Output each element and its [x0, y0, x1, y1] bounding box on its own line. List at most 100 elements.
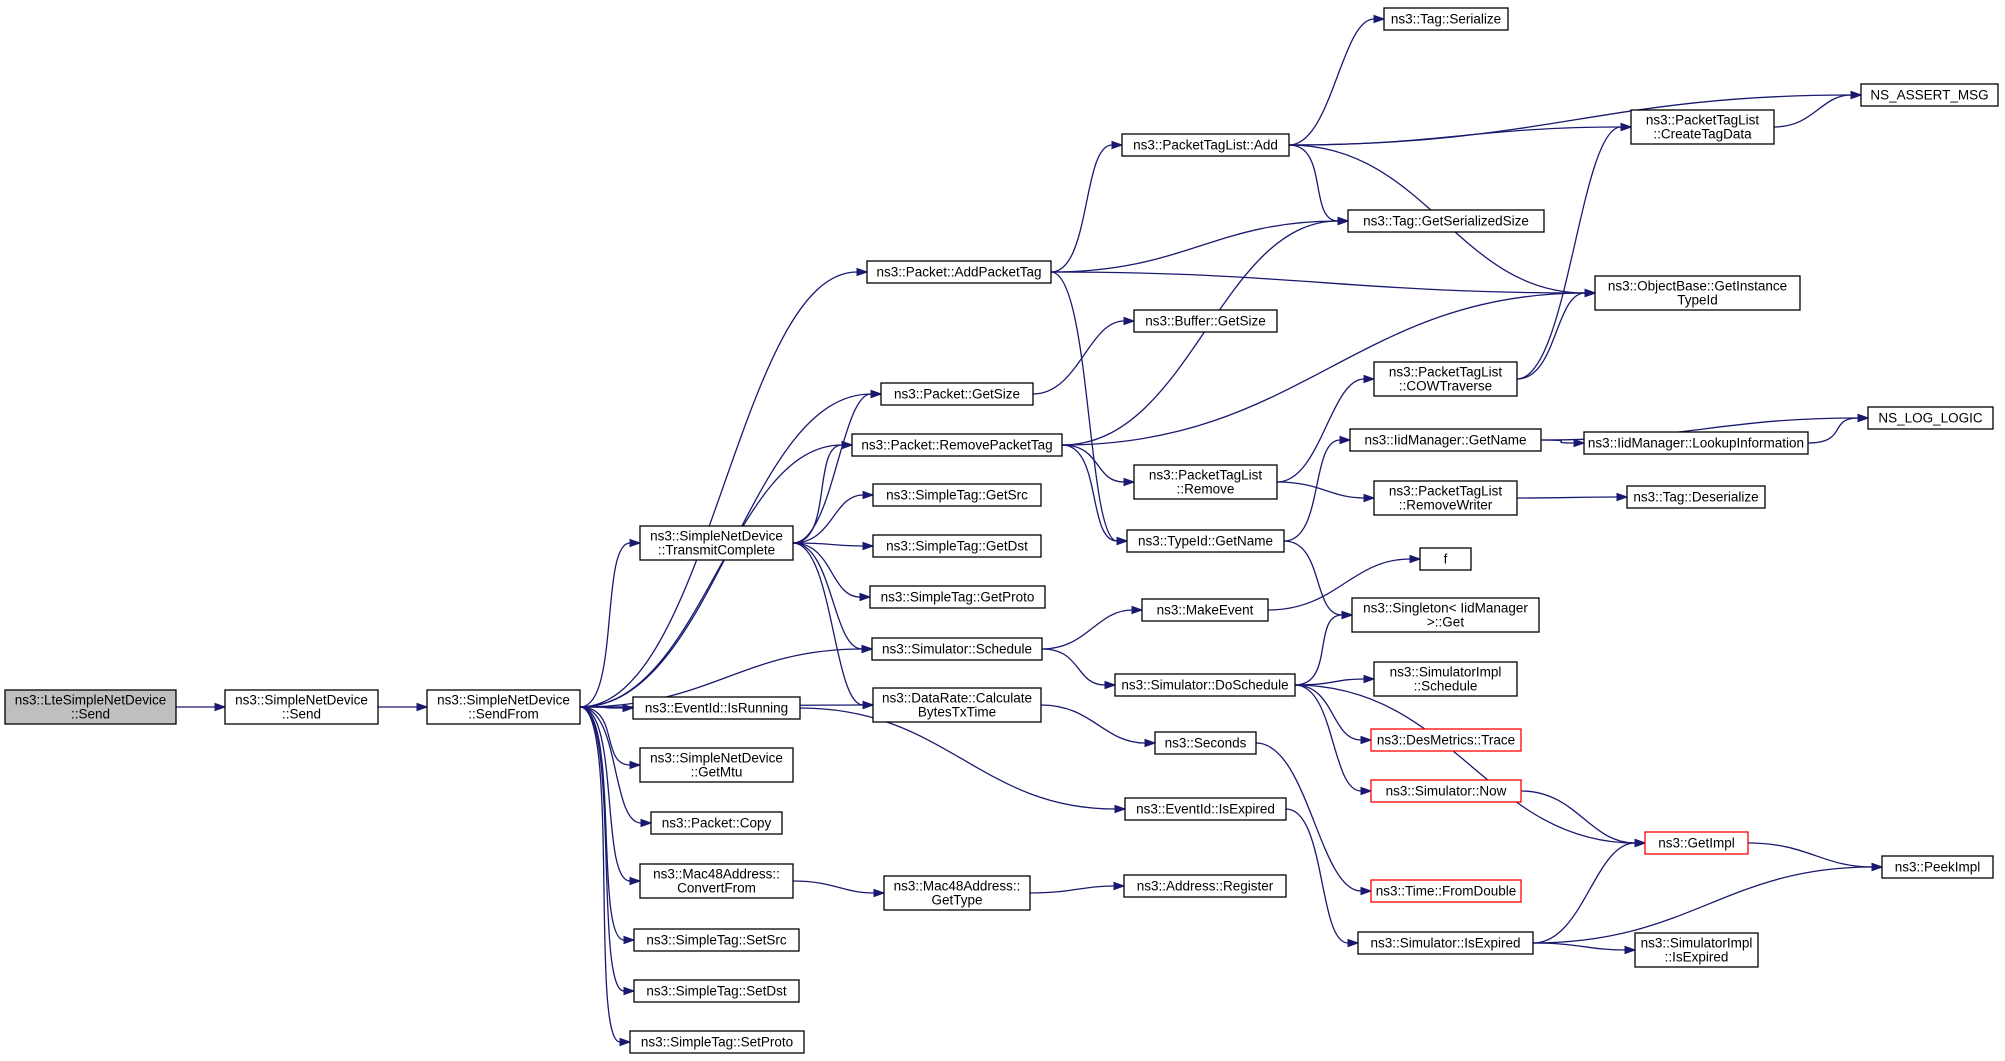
node-label: GetType: [931, 893, 982, 908]
call-edge: [579, 706, 631, 766]
node-label: ns3::MakeEvent: [1157, 603, 1254, 618]
call-edge-arrowhead: [1360, 886, 1373, 896]
node-box: [851, 433, 1063, 457]
graph-node-sim-isexpired[interactable]: ns3::Simulator::IsExpired: [1357, 931, 1534, 955]
call-edge: [1050, 144, 1113, 273]
graph-node-st-getsrc[interactable]: ns3::SimpleTag::GetSrc: [872, 483, 1042, 507]
node-box: [872, 534, 1042, 558]
call-edge-arrowhead: [1363, 493, 1376, 503]
graph-node-st-setproto[interactable]: ns3::SimpleTag::SetProto: [629, 1030, 805, 1054]
node-box: [866, 260, 1052, 284]
graph-node-iid-getname[interactable]: ns3::IidManager::GetName: [1349, 428, 1542, 452]
node-label: ns3::SimpleNetDevice: [235, 693, 368, 708]
node-label: ns3::SimpleTag::GetSrc: [886, 488, 1028, 503]
node-box: [633, 979, 800, 1003]
call-edge: [1285, 808, 1349, 944]
node-box: [880, 382, 1034, 406]
node-label: ns3::SimpleTag::GetProto: [881, 590, 1035, 605]
graph-node-tag-serialize[interactable]: ns3::Tag::Serialize: [1383, 7, 1509, 31]
node-label: ns3::Simulator::IsExpired: [1370, 936, 1520, 951]
graph-node-snd-getmtu[interactable]: ns3::SimpleNetDevice::GetMtu: [639, 747, 794, 783]
call-edge: [1050, 271, 1118, 542]
graph-node-ptl-remove[interactable]: ns3::PacketTagList::Remove: [1133, 464, 1278, 500]
graph-node-root[interactable]: ns3::LteSimpleNetDevice::Send: [4, 689, 177, 725]
node-box: [1634, 932, 1759, 968]
graph-node-tid-getname[interactable]: ns3::TypeId::GetName: [1126, 529, 1285, 553]
graph-node-ev-isexpired[interactable]: ns3::EventId::IsExpired: [1124, 797, 1287, 821]
call-edge: [1747, 842, 1873, 868]
graph-node-iid-lookup[interactable]: ns3::IidManager::LookupInformation: [1583, 431, 1809, 455]
graph-node-ns-log[interactable]: NS_LOG_LOGIC: [1867, 406, 1994, 430]
call-edge-arrowhead: [862, 700, 875, 710]
graph-node-ptl-createtagdata[interactable]: ns3::PacketTagList::CreateTagData: [1630, 109, 1775, 145]
node-label: ns3::Simulator::Now: [1386, 784, 1507, 799]
node-box: [1141, 598, 1269, 622]
graph-node-sim-now[interactable]: ns3::Simulator::Now: [1370, 779, 1522, 803]
graph-node-simimpl-isexpired[interactable]: ns3::SimulatorImpl::IsExpired: [1634, 932, 1759, 968]
node-label: ns3::Tag::Serialize: [1391, 12, 1501, 27]
graph-node-getimpl[interactable]: ns3::GetImpl: [1644, 831, 1749, 855]
call-edge: [579, 271, 858, 708]
graph-node-snd-send[interactable]: ns3::SimpleNetDevice::Send: [224, 689, 379, 725]
call-edge: [1267, 558, 1411, 611]
call-edge-arrowhead: [619, 1037, 632, 1047]
call-edge-arrowhead: [214, 702, 227, 712]
call-edge-arrowhead: [623, 935, 636, 945]
graph-node-ns-assert[interactable]: NS_ASSERT_MSG: [1860, 83, 1999, 107]
graph-node-sim-schedule[interactable]: ns3::Simulator::Schedule: [871, 637, 1043, 661]
graph-node-time-fromdouble[interactable]: ns3::Time::FromDouble: [1370, 879, 1522, 903]
call-edge-arrowhead: [859, 592, 872, 602]
call-edge: [792, 542, 863, 650]
call-edge-arrowhead: [1123, 477, 1136, 487]
graph-node-tag-deserialize[interactable]: ns3::Tag::Deserialize: [1626, 485, 1766, 509]
graph-node-st-getdst[interactable]: ns3::SimpleTag::GetDst: [872, 534, 1042, 558]
graph-node-singleton-get[interactable]: ns3::Singleton< IidManager>::Get: [1351, 597, 1540, 633]
call-edge-arrowhead: [1337, 216, 1350, 226]
graph-node-seconds[interactable]: ns3::Seconds: [1154, 731, 1257, 755]
graph-node-des-trace[interactable]: ns3::DesMetrics::Trace: [1370, 728, 1522, 752]
call-edge-arrowhead: [1624, 945, 1637, 955]
call-edge-arrowhead: [629, 876, 642, 886]
graph-node-mac-convert[interactable]: ns3::Mac48Address::ConvertFrom: [639, 863, 794, 899]
node-box: [1154, 731, 1257, 755]
call-edge: [1276, 378, 1365, 483]
call-edge: [1532, 866, 1873, 944]
graph-node-pkt-getsize[interactable]: ns3::Packet::GetSize: [880, 382, 1034, 406]
graph-node-pkt-copy[interactable]: ns3::Packet::Copy: [650, 811, 783, 835]
node-box: [4, 689, 177, 725]
graph-node-pkt-removetag[interactable]: ns3::Packet::RemovePacketTag: [851, 433, 1063, 457]
call-edge-arrowhead: [1360, 786, 1373, 796]
call-edge: [1516, 126, 1622, 380]
graph-node-f[interactable]: f: [1419, 547, 1472, 571]
graph-node-st-getproto[interactable]: ns3::SimpleTag::GetProto: [869, 585, 1046, 609]
graph-node-tag-getsersize[interactable]: ns3::Tag::GetSerializedSize: [1347, 209, 1545, 233]
graph-node-peekimpl[interactable]: ns3::PeekImpl: [1881, 855, 1994, 879]
call-edge: [579, 648, 863, 708]
graph-node-snd-transmit[interactable]: ns3::SimpleNetDevice::TransmitComplete: [639, 525, 794, 561]
graph-node-snd-sendfrom[interactable]: ns3::SimpleNetDevice::SendFrom: [426, 689, 581, 725]
graph-node-simimpl-schedule[interactable]: ns3::SimulatorImpl::Schedule: [1373, 661, 1518, 697]
graph-node-ev-isrunning[interactable]: ns3::EventId::IsRunning: [632, 696, 801, 720]
node-box: [869, 585, 1046, 609]
graph-node-pkt-addtag[interactable]: ns3::Packet::AddPacketTag: [866, 260, 1052, 284]
graph-node-addr-register[interactable]: ns3::Address::Register: [1123, 874, 1287, 898]
call-edge: [1294, 684, 1362, 741]
graph-node-st-setdst[interactable]: ns3::SimpleTag::SetDst: [633, 979, 800, 1003]
graph-node-ptl-removewriter[interactable]: ns3::PacketTagList::RemoveWriter: [1373, 480, 1518, 516]
node-label: ns3::Mac48Address::: [653, 867, 780, 882]
call-edge: [792, 542, 861, 598]
graph-node-makeevent[interactable]: ns3::MakeEvent: [1141, 598, 1269, 622]
call-edge-arrowhead: [1114, 804, 1127, 814]
graph-node-ptl-cow[interactable]: ns3::PacketTagList::COWTraverse: [1373, 361, 1518, 397]
graph-node-mac-gettype[interactable]: ns3::Mac48Address::GetType: [883, 875, 1031, 911]
call-edge: [792, 542, 864, 547]
call-edge: [1061, 292, 1586, 446]
graph-node-sim-doschedule[interactable]: ns3::Simulator::DoSchedule: [1114, 673, 1296, 697]
graph-node-buf-getsize[interactable]: ns3::Buffer::GetSize: [1133, 309, 1278, 333]
graph-node-st-setsrc[interactable]: ns3::SimpleTag::SetSrc: [633, 928, 800, 952]
call-edge-arrowhead: [841, 440, 854, 450]
graph-node-ptl-add[interactable]: ns3::PacketTagList::Add: [1121, 133, 1290, 157]
call-edge-arrowhead: [856, 267, 869, 277]
